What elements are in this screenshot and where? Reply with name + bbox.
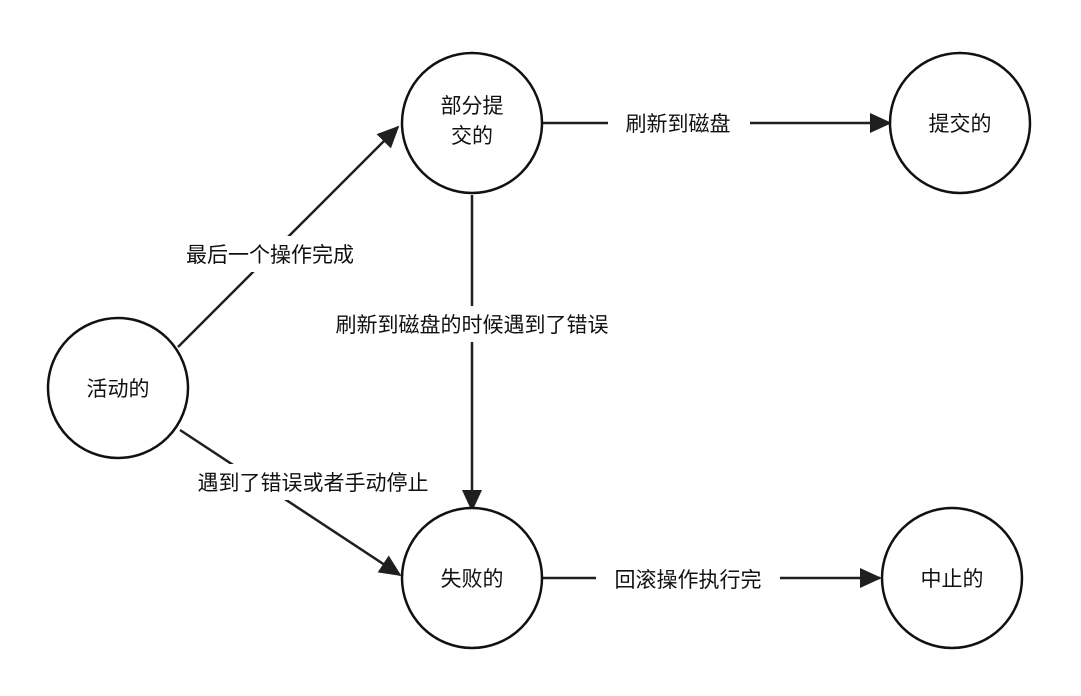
- edge-label-bg-failed-to-aborted: [596, 562, 780, 596]
- edge-label-bg-partial-to-committed: [608, 106, 750, 140]
- edge-label-bg-active-to-partial: [160, 236, 380, 272]
- edge-label-partial-to-failed: 刷新到磁盘的时候遇到了错误: [336, 313, 609, 337]
- node-committed-label: 提交的: [929, 112, 992, 136]
- edge-label-bg-active-to-failed: [166, 464, 462, 500]
- node-failed-label: 失败的: [441, 567, 504, 591]
- node-aborted-label: 中止的: [921, 567, 984, 591]
- edge-active-to-failed: [179, 428, 402, 577]
- node-partially-committed-circle: [400, 51, 544, 195]
- node-active[interactable]: 活动的: [46, 316, 190, 460]
- node-active-circle: [46, 316, 190, 460]
- node-failed[interactable]: 失败的: [400, 506, 544, 650]
- node-failed-circle: [400, 506, 544, 650]
- edge-label-bg-partial-to-failed: [300, 306, 646, 342]
- node-partially-committed[interactable]: 部分提 交的: [400, 51, 544, 195]
- node-committed[interactable]: 提交的: [888, 51, 1032, 195]
- edge-label-failed-to-aborted: 回滚操作执行完: [615, 568, 762, 592]
- node-partially-committed-label-line1: 部分提: [441, 94, 504, 118]
- node-active-label: 活动的: [87, 377, 150, 401]
- edge-label-partial-to-committed: 刷新到磁盘: [626, 112, 731, 136]
- edge-line-active-to-failed: [179, 428, 402, 577]
- node-committed-circle: [888, 51, 1032, 195]
- edge-label-active-to-failed: 遇到了错误或者手动停止: [198, 471, 429, 495]
- node-partially-committed-label-line2: 交的: [451, 124, 493, 148]
- node-aborted-circle: [880, 506, 1024, 650]
- edge-label-active-to-partial: 最后一个操作完成: [186, 243, 354, 267]
- node-aborted[interactable]: 中止的: [880, 506, 1024, 650]
